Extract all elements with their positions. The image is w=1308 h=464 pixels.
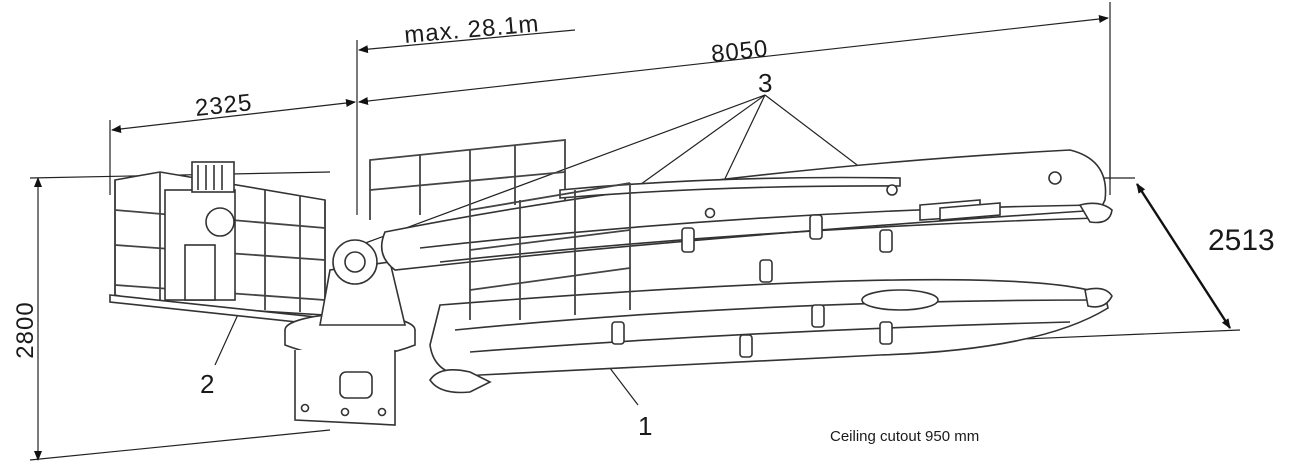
boom-upper bbox=[380, 149, 1113, 271]
front-railing bbox=[469, 182, 631, 320]
callout-1: 1 bbox=[638, 411, 652, 441]
rear-railing bbox=[369, 139, 566, 225]
callout-2: 2 bbox=[200, 369, 214, 399]
leader-lines bbox=[214, 94, 891, 406]
callout-labels: 1 2 3 bbox=[200, 68, 772, 441]
boom-lower bbox=[429, 278, 1109, 394]
callout-3: 3 bbox=[758, 68, 772, 98]
total-height-label: 2800 bbox=[12, 301, 39, 358]
platform-length-label: 2325 bbox=[194, 89, 254, 122]
folded-height-label: 2513 bbox=[1208, 224, 1275, 257]
machine-drawing bbox=[109, 139, 1113, 426]
boom-clamps bbox=[611, 202, 1113, 358]
slewing-tower bbox=[284, 239, 416, 426]
max-reach-label: max. 28.1m bbox=[403, 10, 540, 49]
boom-length-label: 8050 bbox=[710, 35, 770, 68]
work-platform bbox=[109, 161, 326, 326]
ceiling-cutout-note: Ceiling cutout 950 mm bbox=[830, 428, 979, 445]
